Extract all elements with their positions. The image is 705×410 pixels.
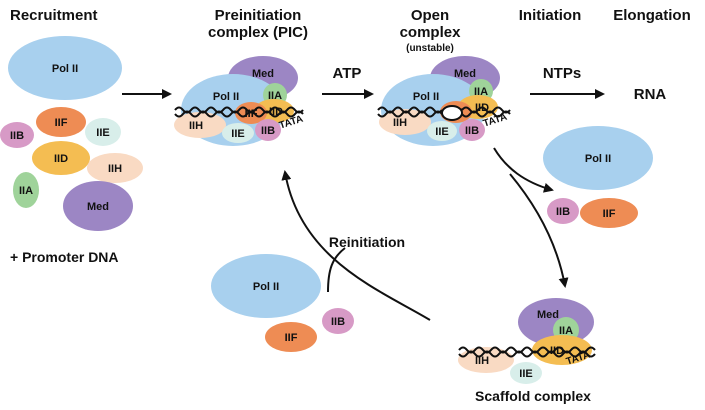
- pol2-free: [8, 36, 122, 100]
- reinit-tfiif-label: IIF: [285, 332, 298, 344]
- tfiih-free: [87, 153, 143, 183]
- tfiie-free: [85, 118, 121, 146]
- mediator-free-label: Med: [87, 201, 109, 213]
- header-initiation: Initiation: [519, 7, 582, 24]
- arrow-release-factors: [493, 147, 554, 193]
- scaffold-complex: Med IIA IID IIH IIE TATA: [458, 298, 596, 384]
- header-open-line2: complex: [400, 24, 462, 41]
- open-dna-right-strand: [461, 110, 511, 118]
- promoter-dna-label: + Promoter DNA: [10, 249, 119, 265]
- tfiie-free-label: IIE: [96, 127, 109, 139]
- recruitment-factors: Pol II IIF IIB IIE IID IIH IIA Med: [0, 36, 143, 231]
- scaffold-mediator-label: Med: [537, 309, 559, 321]
- header-open-note: (unstable): [406, 43, 454, 54]
- open-tfiib: [459, 119, 485, 141]
- pic-pol2-label: Pol II: [213, 91, 239, 103]
- open-complex: Med Pol II IIA IID IIF IIH IIE IIB TATA: [377, 56, 511, 146]
- tfiid-free: [32, 141, 90, 175]
- open-dna-left-strand: [377, 110, 443, 118]
- pic-tfiie-label: IIE: [231, 128, 244, 140]
- tfiih-free-label: IIH: [108, 163, 122, 175]
- released-tfiif: [580, 198, 638, 228]
- open-mediator-label: Med: [454, 68, 476, 80]
- pic-mediator-label: Med: [252, 68, 274, 80]
- pic-tfiih: [174, 112, 226, 138]
- reinit-pol2-label: Pol II: [253, 281, 279, 293]
- tfiia-free-label: IIA: [19, 185, 33, 197]
- pic-tfiia-label: IIA: [268, 90, 282, 102]
- released-tfiib: [547, 198, 579, 224]
- scaffold-tfiie: [510, 362, 542, 384]
- open-dna-right: [461, 106, 511, 114]
- scaffold-dna: [458, 346, 596, 354]
- tfiib-free-label: IIB: [10, 130, 24, 142]
- pic-tfiib: [255, 119, 281, 141]
- tfiid-free-label: IID: [54, 153, 68, 165]
- open-tfiib-label: IIB: [465, 125, 479, 137]
- arrow-to-scaffold: [509, 173, 569, 288]
- released-factors: Pol II IIB IIF: [543, 126, 653, 228]
- arrow-reinitiation: [281, 170, 431, 321]
- header-recruitment: Recruitment: [10, 7, 98, 24]
- pol2-free-label: Pol II: [52, 63, 78, 75]
- open-tfiih-label: IIH: [393, 117, 407, 129]
- pic-tfiie: [222, 123, 254, 143]
- pic-dna-strand: [174, 110, 304, 118]
- released-tfiib-label: IIB: [556, 206, 570, 218]
- reinitiation-factors: Pol II IIF IIB: [211, 254, 354, 352]
- header-pic-line2: complex (PIC): [208, 24, 308, 41]
- reinitiation-label: Reinitiation: [329, 234, 405, 250]
- header-elongation: Elongation: [613, 7, 691, 24]
- reinit-tfiib: [322, 308, 354, 334]
- open-tfiie-label: IIE: [435, 126, 448, 138]
- released-pol2-label: Pol II: [585, 153, 611, 165]
- reinit-pol2: [211, 254, 321, 318]
- scaffold-label: Scaffold complex: [475, 388, 591, 404]
- scaffold-dna-strand: [458, 350, 596, 358]
- open-tfiia-label: IIA: [474, 86, 488, 98]
- atp-label: ATP: [333, 65, 362, 82]
- scaffold-tfiih-label: IIH: [475, 355, 489, 367]
- open-tfiie: [427, 121, 457, 141]
- tfiia-free: [13, 172, 39, 208]
- header-open-line1: Open: [411, 7, 449, 24]
- open-dna-bubble: [441, 105, 463, 121]
- tfiif-free: [36, 107, 86, 137]
- mediator-free: [63, 181, 133, 231]
- scaffold-tfiie-label: IIE: [519, 368, 532, 380]
- reinit-tfiif: [265, 322, 317, 352]
- pic-complex: Med Pol II IIA IID IIF IIH IIE IIB TATA: [174, 56, 305, 146]
- open-pol2-label: Pol II: [413, 91, 439, 103]
- arrow-reinitiation-merge: [327, 247, 346, 293]
- reinit-tfiib-label: IIB: [331, 316, 345, 328]
- pic-tfiih-label: IIH: [189, 120, 203, 132]
- ntps-label: NTPs: [543, 65, 581, 82]
- scaffold-tfiia-label: IIA: [559, 325, 573, 337]
- rna-label: RNA: [634, 86, 667, 103]
- released-pol2: [543, 126, 653, 190]
- released-tfiif-label: IIF: [603, 208, 616, 220]
- header-pic-line1: Preinitiation: [215, 7, 302, 24]
- pic-tfiib-label: IIB: [261, 125, 275, 137]
- tfiib-free: [0, 122, 34, 148]
- tfiif-free-label: IIF: [55, 117, 68, 129]
